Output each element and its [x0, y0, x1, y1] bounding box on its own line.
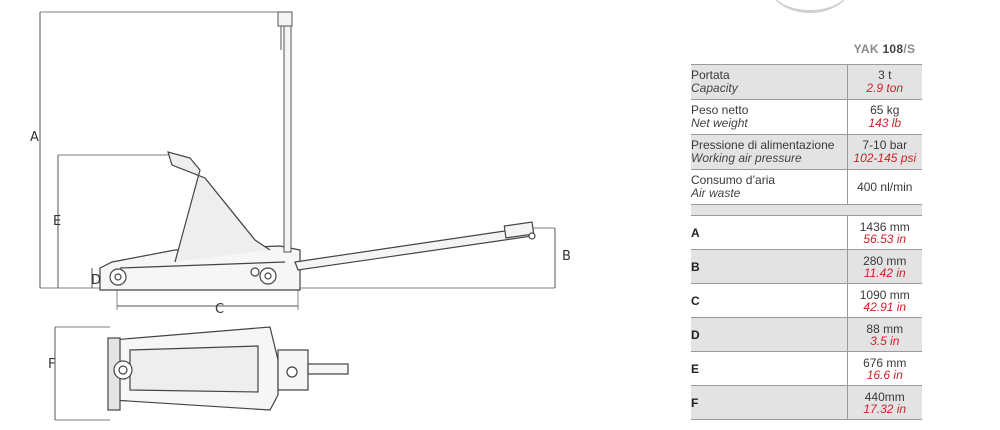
- jack-handle-lowered: [294, 221, 536, 271]
- jack-side-view: [99, 151, 301, 291]
- dim-in: 3.5 in: [870, 333, 900, 348]
- jack-top-view: [107, 326, 349, 411]
- spec-label-it: Peso netto: [691, 103, 749, 117]
- label-b: B: [562, 249, 571, 264]
- dim-letter: E: [691, 351, 847, 386]
- label-d: D: [91, 273, 101, 288]
- spec-label-it: Pressione di alimentazione: [691, 138, 835, 152]
- dim-in: 56.53 in: [863, 231, 907, 246]
- model-name: YAK 108/S: [853, 42, 916, 56]
- dim-letter: F: [691, 385, 847, 420]
- dim-in: 42.91 in: [863, 299, 907, 314]
- spec-label-en: Air waste: [691, 186, 741, 200]
- dim-letter: B: [691, 249, 847, 284]
- spec-label-it: Portata: [691, 68, 730, 82]
- label-e: E: [53, 214, 61, 229]
- spec-table-header: YAK 108/S: [691, 34, 922, 65]
- spec-value: 3 t: [878, 68, 892, 82]
- dim-mm: 1090 mm: [859, 287, 910, 302]
- jack-handle-raised: [277, 11, 293, 253]
- spec-label-en: Net weight: [691, 116, 748, 130]
- dim-mm: 440mm: [864, 389, 905, 404]
- dim-mm: 676 mm: [863, 355, 907, 370]
- dim-in: 11.42 in: [863, 265, 906, 280]
- spec-value: 65 kg: [870, 103, 900, 117]
- dim-letter: C: [691, 283, 847, 318]
- dim-mm: 280 mm: [863, 253, 907, 268]
- dim-letter: D: [691, 317, 847, 352]
- dim-in: 16.6 in: [866, 367, 903, 382]
- decorative-arc: [770, 0, 850, 13]
- spec-label-it: Consumo d’aria: [691, 173, 776, 187]
- jack-technical-drawing: A E B D C F: [30, 11, 571, 421]
- label-f: F: [48, 357, 55, 372]
- spec-label-en: Working air pressure: [691, 151, 802, 165]
- dim-mm: 1436 mm: [859, 219, 910, 234]
- dim-letter: A: [691, 215, 847, 250]
- spec-value: 7-10 bar: [862, 138, 908, 152]
- dim-in: 17.32 in: [863, 401, 907, 416]
- table-separator: [691, 204, 922, 216]
- spec-label-en: Capacity: [691, 81, 738, 95]
- label-c: C: [215, 302, 224, 317]
- spec-value-alt: 143 lb: [868, 116, 902, 130]
- spec-value: 400 nl/min: [857, 179, 913, 194]
- dim-mm: 88 mm: [866, 321, 904, 336]
- label-a: A: [30, 130, 39, 145]
- spec-value-alt: 102-145 psi: [853, 151, 917, 165]
- spec-value-alt: 2.9 ton: [866, 81, 904, 95]
